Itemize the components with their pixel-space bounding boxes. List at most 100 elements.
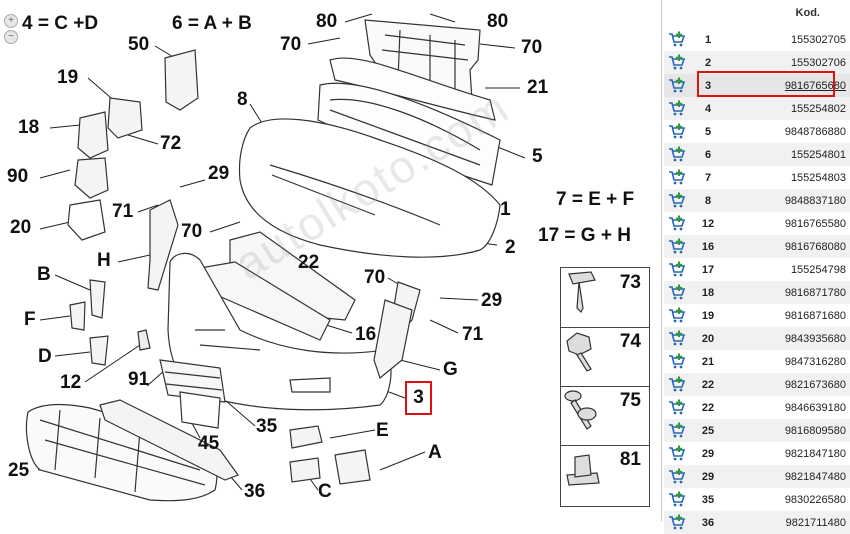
part-number: 20 [701,333,715,345]
label-8: 8 [237,89,248,110]
label-F: F [24,309,36,330]
label-3: 3 [413,387,424,408]
add-to-cart-icon[interactable] [668,169,686,185]
add-to-cart-icon[interactable] [668,215,686,231]
label-17-gh: 17 = G + H [538,225,631,246]
label-19: 19 [57,67,79,88]
add-to-cart-icon[interactable] [668,491,686,507]
label-70-a: 70 [280,34,302,55]
part-code: 9816871680 [784,310,846,322]
add-to-cart-icon[interactable] [668,77,686,93]
add-to-cart-icon[interactable] [668,54,686,70]
add-to-cart-icon[interactable] [668,146,686,162]
part-number: 12 [701,218,715,230]
add-to-cart-icon[interactable] [668,238,686,254]
label-35: 35 [256,416,278,437]
label-91: 91 [128,369,150,390]
hardware-number: 74 [619,331,641,352]
add-to-cart-icon[interactable] [668,31,686,47]
add-to-cart-icon[interactable] [668,261,686,277]
part-code[interactable]: 9816765680 [784,80,846,92]
label-80-b: 80 [487,11,509,32]
table-row[interactable]: 22 9821673680 [664,373,850,396]
zoom-out-icon[interactable]: − [4,30,18,44]
part-number: 6 [704,149,712,161]
part-code: 9821847480 [784,471,846,483]
add-to-cart-icon[interactable] [668,100,686,116]
zoom-in-icon[interactable]: + [4,14,18,28]
part-number: 29 [701,448,715,460]
label-4-cd: 4 = C +D [22,13,99,34]
label-18: 18 [18,117,40,138]
callout-3-highlight[interactable]: 3 [405,381,432,415]
hardware-item[interactable]: 74 [561,327,649,387]
part-code: 9816768080 [784,241,846,253]
label-16: 16 [355,324,377,345]
part-number: 8 [704,195,712,207]
add-to-cart-icon[interactable] [668,192,686,208]
part-code: 155254798 [790,264,846,276]
add-to-cart-icon[interactable] [668,422,686,438]
add-to-cart-icon[interactable] [668,468,686,484]
label-H: H [97,250,111,271]
add-to-cart-icon[interactable] [668,399,686,415]
part-number: 1 [704,34,712,46]
label-7-ef: 7 = E + F [556,189,635,210]
part-number: 22 [701,379,715,391]
label-D: D [38,346,52,367]
part-number: 7 [704,172,712,184]
label-90: 90 [7,166,29,187]
table-row[interactable]: 36 9821711480 [664,511,850,534]
label-12: 12 [60,372,82,393]
label-1: 1 [500,199,511,220]
hardware-number: 81 [619,449,641,470]
part-code: 9821711480 [785,517,846,529]
label-72: 72 [160,133,182,154]
part-code: 9830226580 [784,494,846,506]
add-to-cart-icon[interactable] [668,123,686,139]
hardware-item[interactable]: 75 [561,386,649,446]
add-to-cart-icon[interactable] [668,307,686,323]
add-to-cart-icon[interactable] [668,376,686,392]
add-to-cart-icon[interactable] [668,330,686,346]
label-20: 20 [10,217,32,238]
table-row[interactable]: 12 9816765580 [664,212,850,235]
part-code: 9816765580 [784,218,846,230]
table-row[interactable]: 16 9816768080 [664,235,850,258]
add-to-cart-icon[interactable] [668,284,686,300]
part-number: 18 [701,287,715,299]
label-45: 45 [198,433,220,454]
add-to-cart-icon[interactable] [668,445,686,461]
hardware-item[interactable]: 73 [561,268,649,328]
add-to-cart-icon[interactable] [668,514,686,530]
kod-column-header: Kod. [795,7,820,19]
part-number: 36 [701,517,715,529]
parts-diagram: + − [4,0,662,521]
part-code: 9821673680 [784,379,846,391]
part-number: 16 [701,241,715,253]
hardware-item[interactable]: 81 [561,445,649,504]
part-code: 155254803 [790,172,846,184]
table-header: Kod. [664,0,850,26]
table-row[interactable]: 7 155254803 [664,166,850,189]
part-code: 9846639180 [784,402,846,414]
add-to-cart-icon[interactable] [668,353,686,369]
part-code: 9847316280 [784,356,846,368]
